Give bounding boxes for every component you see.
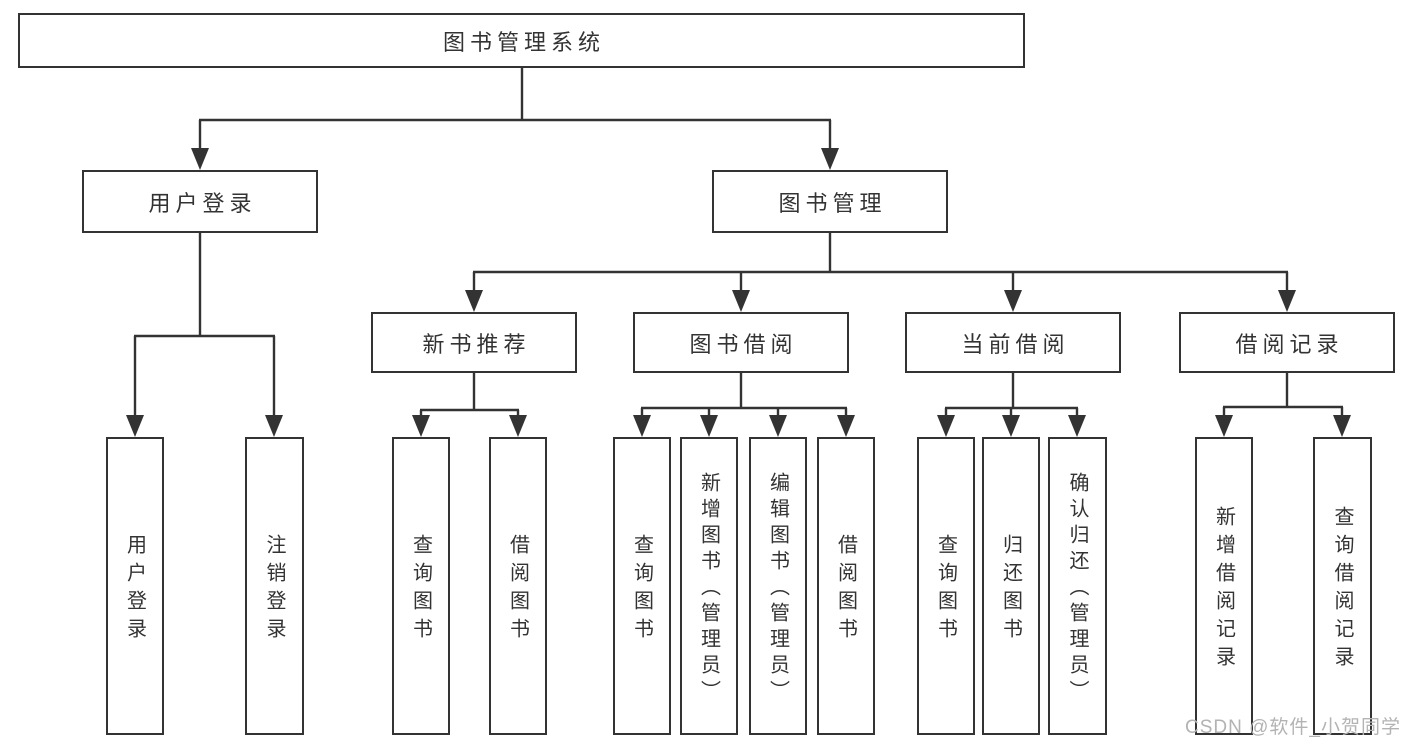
arrowhead — [412, 415, 430, 437]
leaf-borrow-books-recommend: 借阅图书 — [489, 437, 547, 735]
node-current-borrowing: 当前借阅 — [905, 312, 1121, 373]
leaf-search-books-borrowing: 查询图书 — [613, 437, 671, 735]
arrowhead — [1278, 290, 1296, 312]
arrowhead — [633, 415, 651, 437]
arrowhead — [1215, 415, 1233, 437]
leaf-return-book: 归还图书 — [982, 437, 1040, 735]
node-new-book-recommendation: 新书推荐 — [371, 312, 577, 373]
node-user-login: 用户登录 — [82, 170, 318, 233]
arrowhead — [1068, 415, 1086, 437]
arrowhead — [700, 415, 718, 437]
arrowhead — [821, 148, 839, 170]
leaf-borrow-books-borrowing: 借阅图书 — [817, 437, 875, 735]
arrowhead — [732, 290, 750, 312]
arrowhead — [191, 148, 209, 170]
leaf-edit-book-admin: 编辑图书（管理员） — [749, 437, 807, 735]
leaf-add-borrow-record: 新增借阅记录 — [1195, 437, 1253, 735]
leaf-logout: 注销登录 — [245, 437, 304, 735]
arrowhead — [265, 415, 283, 437]
arrowhead — [837, 415, 855, 437]
leaf-confirm-return-admin: 确认归还（管理员） — [1048, 437, 1107, 735]
node-borrowing-records: 借阅记录 — [1179, 312, 1395, 373]
arrowhead — [465, 290, 483, 312]
leaf-search-books-current: 查询图书 — [917, 437, 975, 735]
leaf-search-borrow-record: 查询借阅记录 — [1313, 437, 1372, 735]
leaf-search-books-recommend: 查询图书 — [392, 437, 450, 735]
leaf-add-book-admin: 新增图书（管理员） — [680, 437, 738, 735]
arrowhead — [126, 415, 144, 437]
arrowhead — [1004, 290, 1022, 312]
arrowhead — [1002, 415, 1020, 437]
node-book-borrowing: 图书借阅 — [633, 312, 849, 373]
arrowhead — [509, 415, 527, 437]
arrowhead — [1333, 415, 1351, 437]
node-book-management: 图书管理 — [712, 170, 948, 233]
arrowhead — [937, 415, 955, 437]
leaf-user-login: 用户登录 — [106, 437, 164, 735]
csdn-watermark: CSDN @软件_小贺同学 — [1185, 717, 1401, 738]
node-library-system: 图书管理系统 — [18, 13, 1025, 68]
arrowhead — [769, 415, 787, 437]
